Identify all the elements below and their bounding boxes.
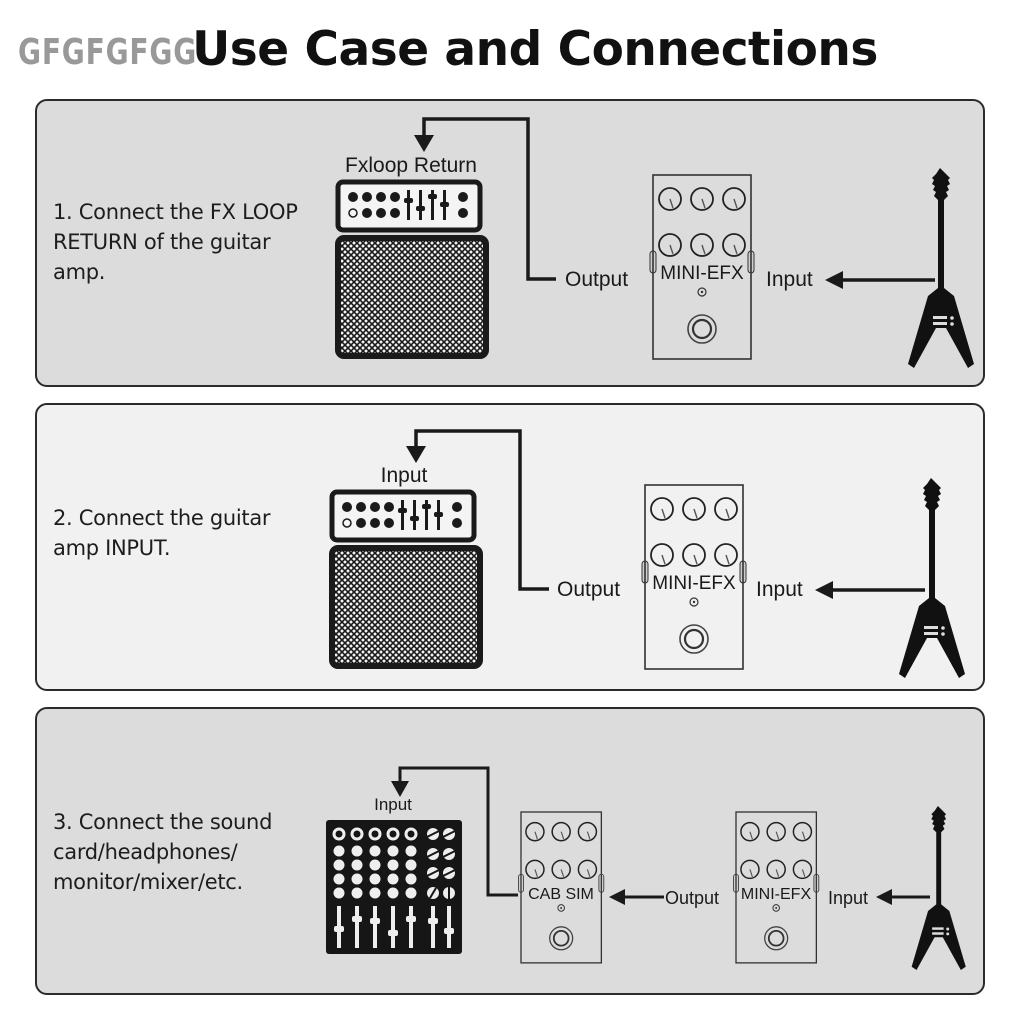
cable-output-to-amp [422, 117, 556, 281]
flying-v-guitar-icon [908, 168, 974, 368]
arrow-down-icon [406, 446, 426, 463]
input-label: Input [756, 578, 803, 601]
arrow-left-icon [825, 271, 843, 289]
step-line: 2. Connect the guitar [53, 506, 271, 530]
panel-step-3: 3. Connect the sound card/headphones/ mo… [35, 707, 985, 995]
step-line: card/headphones/ [53, 840, 238, 864]
panel-3-diagram: Input CAB SIM Output MINI-EFX Input [324, 766, 966, 970]
pedal-name: MINI-EFX [660, 263, 744, 284]
arrow-left-icon [815, 581, 833, 599]
amp-label: Fxloop Return [345, 154, 477, 177]
output-label: Output [665, 888, 719, 908]
mixer-icon [324, 818, 464, 956]
panel-step-2: 2. Connect the guitar amp INPUT. [35, 403, 985, 691]
output-label: Output [557, 578, 620, 601]
panel-step-1: 1. Connect the FX LOOP RETURN of the gui… [35, 99, 985, 387]
amplifier-icon [338, 182, 486, 356]
watermark: GFGFGFGG [18, 32, 198, 73]
cable-output-to-amp [414, 429, 549, 591]
amp-label: Input [381, 464, 428, 487]
step-line: 3. Connect the sound [53, 810, 273, 834]
page-title: Use Case and Connections [192, 22, 878, 77]
flying-v-guitar-icon [899, 478, 965, 678]
arrow-down-icon [414, 135, 434, 152]
amplifier-icon [332, 492, 480, 666]
flying-v-guitar-icon [911, 806, 966, 970]
step-line: amp INPUT. [53, 536, 171, 560]
panel-2-diagram: Input Output MINI-EFX Input [332, 429, 965, 678]
step-2-text: 2. Connect the guitar amp INPUT. [53, 503, 271, 563]
cable-cabsim-to-mixer [398, 766, 518, 897]
step-3-text: 3. Connect the sound card/headphones/ mo… [53, 807, 272, 897]
arrow-left-icon [609, 889, 625, 905]
input-label: Input [766, 268, 813, 291]
pedal-name: MINI-EFX [741, 886, 812, 903]
mixer-label: Input [374, 795, 412, 814]
step-line: RETURN of the guitar [53, 230, 271, 254]
step-line: 1. Connect the FX LOOP [53, 200, 298, 224]
cab-sim-name: CAB SIM [528, 886, 594, 903]
input-label: Input [828, 888, 868, 908]
step-line: monitor/mixer/etc. [53, 870, 243, 894]
step-1-text: 1. Connect the FX LOOP RETURN of the gui… [53, 197, 298, 287]
panel-1-diagram: Fxloop Return Output MINI-EFX Input [338, 117, 974, 368]
step-line: amp. [53, 260, 106, 284]
arrow-left-icon [876, 889, 892, 905]
arrow-down-icon [391, 781, 409, 797]
pedal-name: MINI-EFX [652, 573, 736, 594]
output-label: Output [565, 268, 628, 291]
